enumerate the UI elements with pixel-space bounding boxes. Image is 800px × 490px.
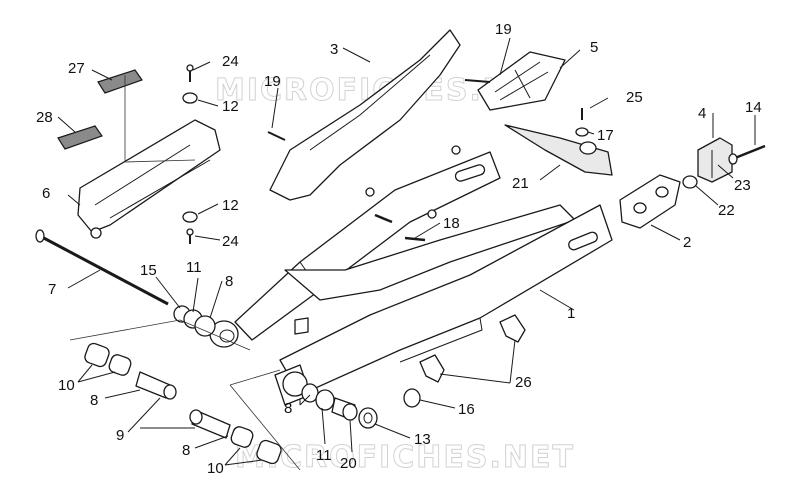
screw-part-24-top: [186, 64, 194, 82]
callout-12-bottom: 12: [222, 197, 239, 214]
cover-part-5: [477, 51, 566, 111]
bearing-part-10-top: [84, 342, 132, 376]
callout-23: 23: [734, 177, 751, 194]
watermark-bottom: MICROFICHES.NET: [235, 440, 575, 475]
callout-24-bottom: 24: [222, 233, 239, 250]
washer-part-12-top: [182, 92, 198, 104]
callout-11-upper: 11: [186, 259, 202, 276]
washer-part-12-bottom: [182, 211, 198, 223]
bolt-part-19-right: [464, 79, 491, 83]
callout-15: 15: [140, 262, 157, 279]
pivot-axle-part-7: [35, 229, 169, 306]
clip-part-26-a: [499, 314, 526, 343]
callout-7: 7: [48, 281, 56, 298]
callout-13: 13: [414, 431, 431, 448]
clip-part-26-b: [419, 354, 445, 383]
callout-8-mid: 8: [90, 392, 98, 409]
callout-16: 16: [458, 401, 475, 418]
pad-part-27: [97, 69, 143, 94]
cap-part-16: [403, 388, 421, 408]
bolt-part-14: [728, 144, 766, 165]
callout-1: 1: [567, 305, 575, 322]
callout-24-top: 24: [222, 53, 239, 70]
callout-3: 3: [330, 41, 338, 58]
callout-26: 26: [515, 374, 532, 391]
callout-8-lower: 8: [182, 442, 190, 459]
bolt-part-19-left: [267, 131, 286, 141]
pad-part-28: [57, 125, 103, 150]
bolts-part-18: [374, 213, 426, 242]
washer-part-17: [575, 127, 589, 137]
callout-25: 25: [626, 89, 643, 106]
spacer-part-20: [331, 397, 358, 421]
callout-20: 20: [340, 455, 357, 472]
screw-part-24-bottom: [186, 228, 194, 244]
callout-8-right: 8: [284, 400, 292, 417]
callout-19-left: 19: [264, 73, 281, 90]
callout-22: 22: [718, 202, 735, 219]
swingarm-part-1: [209, 145, 613, 406]
bracket-part-21: [504, 124, 613, 176]
tensioner-part-4: [697, 137, 733, 183]
nut-part-22: [682, 175, 698, 189]
chain-guard-part-3: [269, 29, 461, 201]
callout-11-lower: 11: [316, 447, 332, 464]
callout-4: 4: [698, 105, 706, 122]
callout-6: 6: [42, 185, 50, 202]
spacer-part-8-upper: [194, 315, 216, 337]
callout-17: 17: [597, 127, 614, 144]
chain-slider-part-6: [77, 119, 221, 239]
callout-28: 28: [36, 109, 53, 126]
callout-5: 5: [590, 39, 598, 56]
callout-27: 27: [68, 60, 85, 77]
callout-19-right: 19: [495, 21, 512, 38]
callout-12-top: 12: [222, 98, 239, 115]
callout-2: 2: [683, 234, 691, 251]
seal-part-11-right: [315, 389, 335, 411]
callout-18: 18: [443, 215, 460, 232]
callout-8-upper: 8: [225, 273, 233, 290]
bushing-part-8-lower-b: [189, 409, 231, 439]
callout-14: 14: [745, 99, 762, 116]
callout-9: 9: [116, 427, 124, 444]
washer-part-13: [358, 407, 378, 429]
callout-10-top: 10: [58, 377, 75, 394]
chain-adjuster-part-2: [619, 174, 681, 229]
callout-21: 21: [512, 175, 529, 192]
bearing-part-10-bottom: [230, 426, 282, 465]
bushing-part-8-lower-a: [135, 371, 177, 400]
callout-10-bottom: 10: [207, 460, 224, 477]
